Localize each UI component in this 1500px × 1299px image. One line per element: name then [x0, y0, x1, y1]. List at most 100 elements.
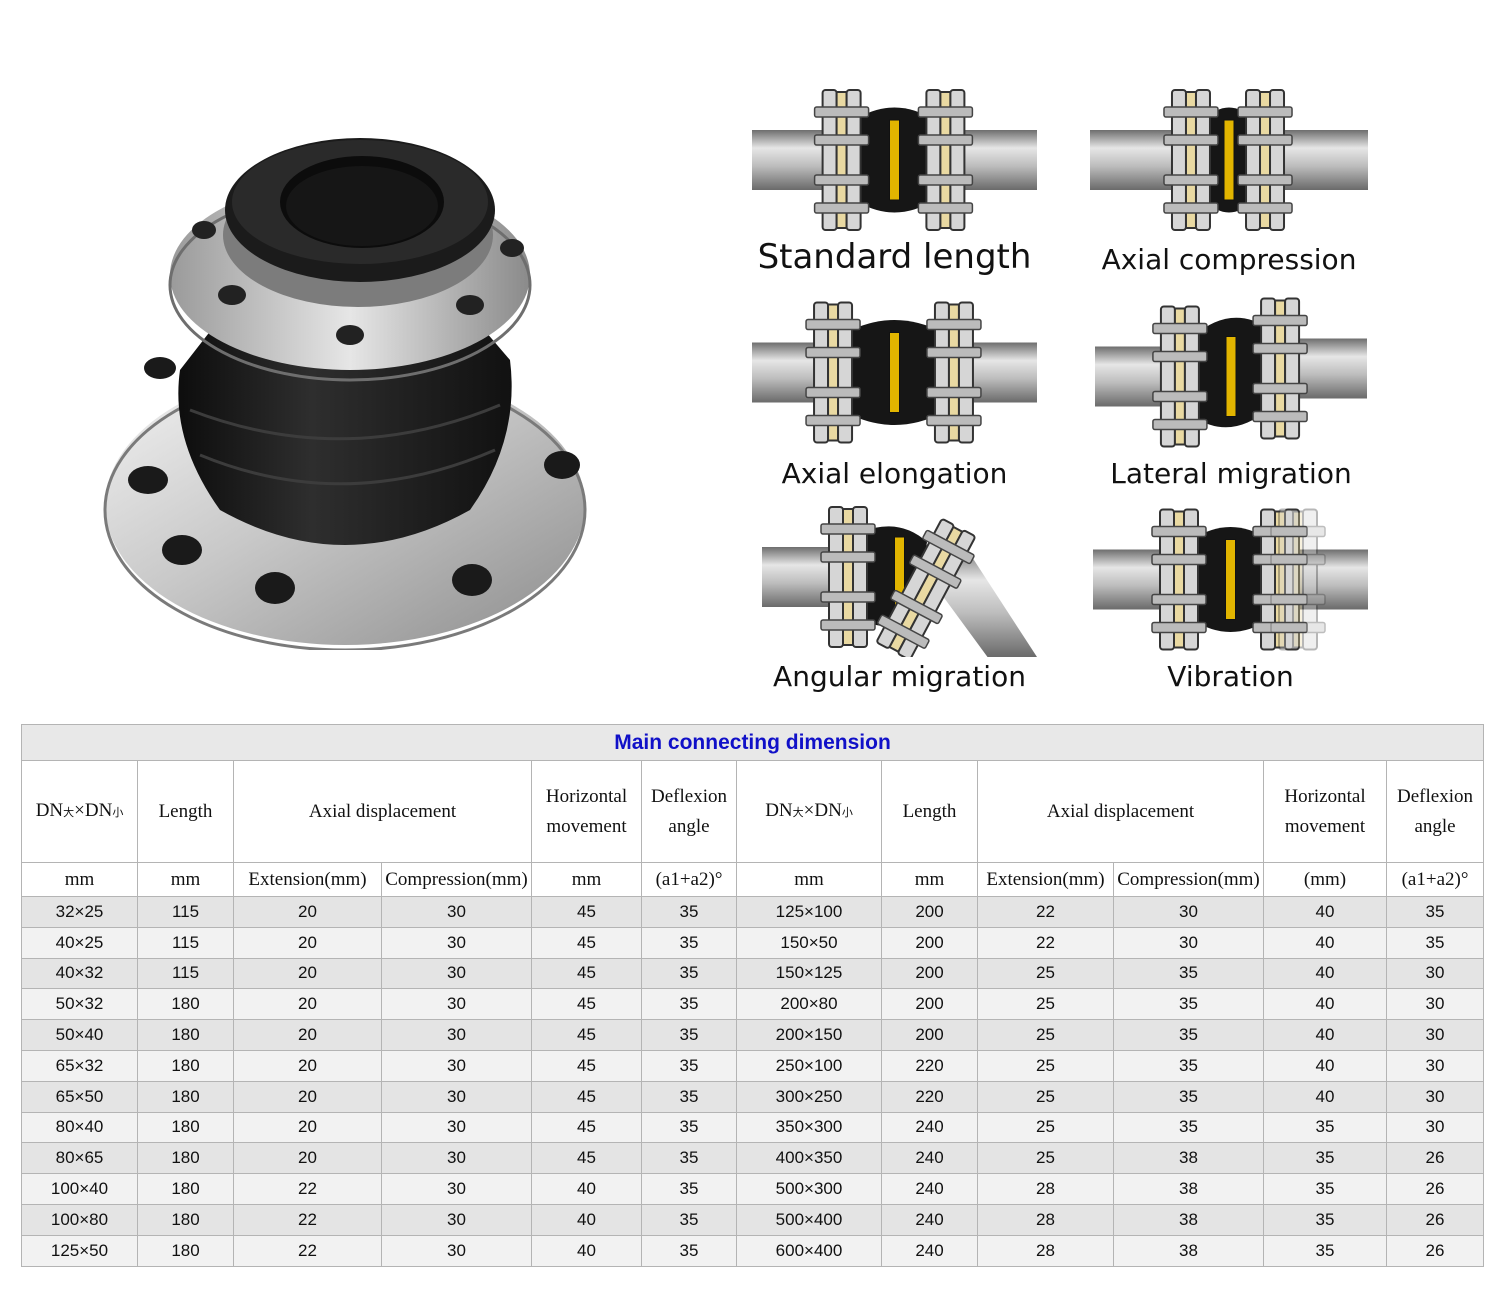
joint-illustration: [1095, 295, 1367, 450]
table-cell: 350×300: [736, 1111, 882, 1144]
table-cell: 40: [531, 1234, 642, 1267]
table-cell: 35: [1263, 1203, 1387, 1236]
table-cell: 40: [531, 1173, 642, 1205]
table-cell: 500×300: [736, 1173, 882, 1205]
table-cell: 20: [233, 957, 382, 990]
table-cell: 30: [1385, 1049, 1485, 1082]
table-cell: 180: [137, 1049, 234, 1082]
table-cell: 20: [233, 1049, 382, 1082]
joint-illustration: [752, 295, 1037, 450]
table-cell: 25: [977, 957, 1114, 990]
header-axial-displacement: Axial displacement: [233, 760, 532, 863]
diagram-caption: Axial compression: [1101, 243, 1357, 276]
table-cell: 35: [1113, 1080, 1264, 1113]
table-cell: 38: [1113, 1203, 1264, 1236]
unit-cell: mm: [21, 862, 138, 897]
table-cell: 22: [233, 1173, 382, 1205]
table-cell: 35: [641, 1234, 737, 1267]
table-cell: 30: [381, 1049, 532, 1082]
table-cell: 40: [531, 1203, 642, 1236]
table-cell: 600×400: [736, 1234, 882, 1267]
table-cell: 20: [233, 1111, 382, 1144]
table-cell: 45: [531, 1111, 642, 1144]
unit-cell: Extension(mm): [233, 862, 382, 897]
table-cell: 200: [881, 896, 978, 928]
table-cell: 22: [977, 926, 1114, 959]
table-cell: 180: [137, 1173, 234, 1205]
table-cell: 45: [531, 926, 642, 959]
table-cell: 35: [641, 957, 737, 990]
table-cell: 35: [1113, 1019, 1264, 1051]
joint-illustration: [752, 85, 1037, 235]
unit-cell: mm: [531, 862, 642, 897]
diagram-vibration: Vibration: [1093, 502, 1368, 710]
table-cell: 240: [881, 1203, 978, 1236]
table-cell: 200: [881, 957, 978, 990]
header-length: Length: [137, 760, 234, 863]
table-cell: 22: [233, 1234, 382, 1267]
unit-cell: mm: [881, 862, 978, 897]
table-cell: 180: [137, 1019, 234, 1051]
table-cell: 30: [381, 1234, 532, 1267]
dimension-table: Main connecting dimension DN大×DN小 Length…: [20, 724, 1485, 1267]
table-cell: 28: [977, 1234, 1114, 1267]
table-cell: 180: [137, 1080, 234, 1113]
header-dn: DN大×DN小: [21, 760, 138, 863]
joint-illustration: [1090, 85, 1368, 235]
diagram-caption: Standard length: [757, 237, 1032, 277]
table-cell: 35: [641, 1203, 737, 1236]
unit-cell: Compression(mm): [1113, 862, 1264, 897]
table-cell: 65×32: [21, 1049, 138, 1082]
table-cell: 100×40: [21, 1173, 138, 1205]
table-cell: 80×40: [21, 1111, 138, 1144]
table-cell: 45: [531, 1142, 642, 1175]
table-cell: 30: [1385, 1080, 1485, 1113]
table-cell: 35: [1263, 1234, 1387, 1267]
table-cell: 20: [233, 1080, 382, 1113]
table-cell: 150×125: [736, 957, 882, 990]
table-cell: 30: [1113, 896, 1264, 928]
diagram-standard: Standard length: [752, 85, 1037, 287]
table-cell: 40: [1263, 926, 1387, 959]
table-cell: 25: [977, 1080, 1114, 1113]
table-cell: 30: [1385, 1111, 1485, 1144]
table-cell: 35: [1263, 1111, 1387, 1144]
table-cell: 30: [1385, 988, 1485, 1021]
table-cell: 40: [1263, 988, 1387, 1021]
table-cell: 200×150: [736, 1019, 882, 1051]
unit-cell: (a1+a2)°: [1385, 862, 1485, 897]
table-cell: 20: [233, 988, 382, 1021]
diagram-caption: Lateral migration: [1110, 457, 1352, 490]
table-cell: 30: [381, 988, 532, 1021]
table-cell: 38: [1113, 1234, 1264, 1267]
table-cell: 40: [1263, 1019, 1387, 1051]
table-cell: 40: [1263, 957, 1387, 990]
table-cell: 30: [381, 1142, 532, 1175]
table-cell: 30: [1385, 957, 1485, 990]
joint-illustration: [1093, 502, 1368, 657]
table-cell: 25: [977, 1142, 1114, 1175]
table-cell: 125×100: [736, 896, 882, 928]
table-cell: 35: [641, 926, 737, 959]
table-cell: 26: [1385, 1234, 1485, 1267]
table-cell: 30: [381, 1203, 532, 1236]
table-cell: 20: [233, 1019, 382, 1051]
table-cell: 35: [1113, 988, 1264, 1021]
unit-cell: (a1+a2)°: [641, 862, 737, 897]
table-cell: 35: [1385, 896, 1485, 928]
table-cell: 45: [531, 1080, 642, 1113]
table-cell: 28: [977, 1173, 1114, 1205]
table-header-row: DN大×DN小 Length Axial displacement Horizo…: [21, 760, 1485, 863]
table-cell: 38: [1113, 1173, 1264, 1205]
table-cell: 20: [233, 926, 382, 959]
table-cell: 50×32: [21, 988, 138, 1021]
table-cell: 35: [1263, 1142, 1387, 1175]
